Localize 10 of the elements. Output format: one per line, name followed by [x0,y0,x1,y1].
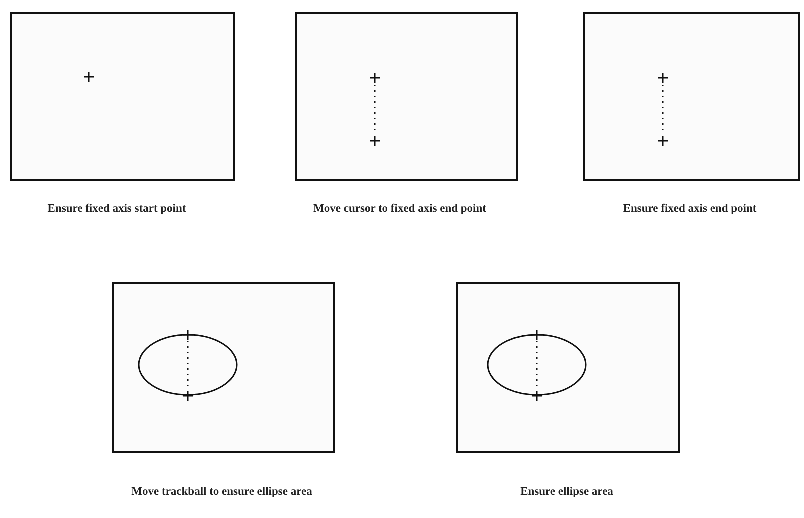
node-label: Ensure fixed axis start point [48,203,186,215]
screen-panel [583,12,800,181]
screen-panel [112,282,335,453]
node-label: Move cursor to fixed axis end point [314,203,486,215]
screen-panel [10,12,235,181]
screen-panel [295,12,518,181]
node-label: Ensure ellipse area [520,486,614,498]
node-label: Move trackball to ensure ellipse area [132,486,312,498]
screen-panel [456,282,680,453]
node-label: Ensure fixed axis end point [623,203,757,215]
